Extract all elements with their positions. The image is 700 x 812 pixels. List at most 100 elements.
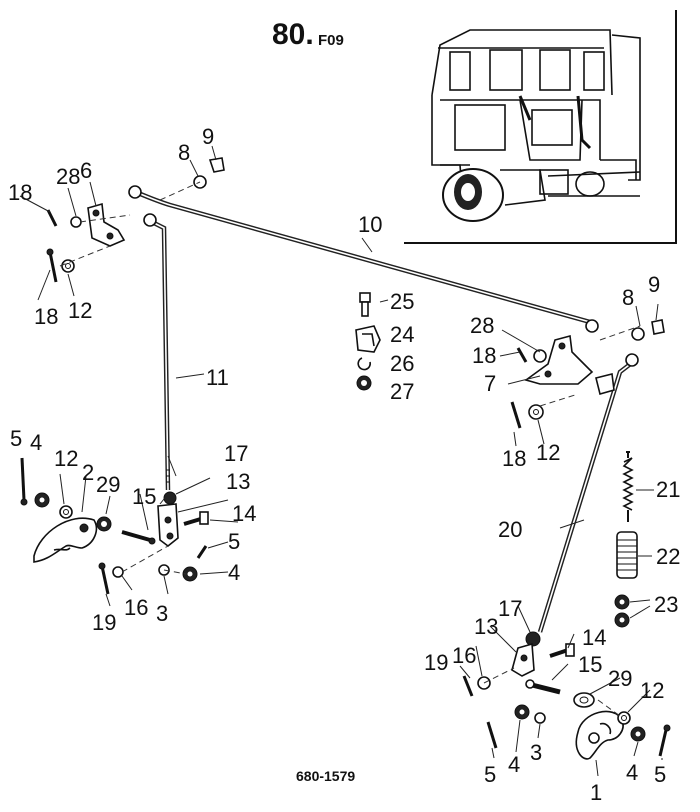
clamp-24 bbox=[355, 325, 381, 353]
label-12-left-bottom: 12 bbox=[54, 446, 78, 471]
lever-1-right bbox=[575, 710, 624, 760]
label-3-left: 3 bbox=[156, 601, 168, 626]
section-code: F09 bbox=[318, 32, 344, 49]
rod-10 bbox=[137, 190, 591, 325]
label-25: 25 bbox=[390, 289, 414, 314]
label-5-right-bottom: 5 bbox=[654, 762, 666, 787]
label-28-left: 28 bbox=[56, 164, 80, 189]
label-1: 1 bbox=[590, 780, 602, 805]
label-17-left: 17 bbox=[224, 441, 248, 466]
label-12-right-bottom: 12 bbox=[640, 678, 664, 703]
split-pin-18-left-bottom bbox=[46, 248, 58, 283]
sleeve-22 bbox=[616, 531, 638, 579]
label-24: 24 bbox=[390, 322, 414, 347]
washer-16-left bbox=[112, 566, 124, 578]
label-2: 2 bbox=[82, 460, 94, 485]
pin-15-right bbox=[525, 679, 561, 695]
label-19-left: 19 bbox=[92, 610, 116, 635]
washer-28-left bbox=[70, 216, 82, 228]
label-18-right-top: 18 bbox=[472, 343, 496, 368]
clevis-13-right bbox=[511, 642, 535, 677]
label-17-right: 17 bbox=[498, 596, 522, 621]
rod-20 bbox=[537, 360, 635, 633]
bolt-5-left bbox=[20, 457, 28, 506]
label-3-right: 3 bbox=[530, 740, 542, 765]
label-21: 21 bbox=[656, 477, 680, 502]
label-15-right: 15 bbox=[578, 652, 602, 677]
nut-4-right-mid bbox=[514, 704, 530, 720]
label-4-left-mid: 4 bbox=[228, 560, 240, 585]
split-pin-5-right-left bbox=[486, 721, 498, 749]
truck-cab-inset bbox=[404, 10, 677, 244]
label-16-left: 16 bbox=[124, 595, 148, 620]
pin-15-left bbox=[121, 530, 156, 545]
label-23: 23 bbox=[654, 592, 678, 617]
nut-17-right bbox=[525, 631, 541, 647]
split-pin-19-left bbox=[98, 562, 110, 595]
nut-9-top-left bbox=[208, 157, 225, 173]
nut-4-left-top bbox=[34, 492, 50, 508]
label-22: 22 bbox=[656, 544, 680, 569]
bolt-14-right bbox=[549, 643, 575, 658]
label-6: 6 bbox=[80, 158, 92, 183]
label-4-left: 4 bbox=[30, 430, 42, 455]
bolt-5-right-bottom bbox=[658, 724, 671, 757]
bolt-25 bbox=[359, 292, 371, 317]
label-15-left: 15 bbox=[132, 484, 156, 509]
lever-2-left bbox=[33, 517, 98, 563]
split-pin-5-left-mid bbox=[196, 545, 208, 559]
label-27: 27 bbox=[390, 379, 414, 404]
label-20: 20 bbox=[498, 517, 522, 542]
lever-bracket-7 bbox=[524, 319, 639, 395]
drawing-reference: 680-1579 bbox=[296, 768, 355, 784]
washer-29-right bbox=[573, 692, 595, 708]
rod-11 bbox=[150, 219, 171, 491]
label-13-left: 13 bbox=[226, 469, 250, 494]
washer-29-left bbox=[96, 516, 112, 532]
label-8-top-left: 8 bbox=[178, 140, 190, 165]
label-5-right-left: 5 bbox=[484, 762, 496, 787]
label-14-left: 14 bbox=[232, 501, 256, 526]
label-14-right: 14 bbox=[582, 625, 606, 650]
split-pin-18-left-top bbox=[46, 209, 58, 227]
split-pin-19-right bbox=[462, 675, 474, 697]
lever-bracket-6 bbox=[87, 185, 157, 247]
nut-9-right bbox=[651, 319, 665, 335]
spring-21 bbox=[622, 451, 634, 522]
split-pin-18-right-bottom bbox=[510, 401, 522, 429]
washer-3-right bbox=[534, 712, 546, 724]
page-number: 80. bbox=[272, 18, 314, 51]
label-4-right-bottom: 4 bbox=[626, 760, 638, 785]
washer-28-right bbox=[533, 349, 547, 363]
label-18-left-top: 18 bbox=[8, 180, 32, 205]
split-pin-18-right-top bbox=[516, 347, 528, 363]
nut-27 bbox=[356, 375, 372, 391]
label-8-right: 8 bbox=[622, 285, 634, 310]
label-7: 7 bbox=[484, 371, 496, 396]
label-4-right-mid: 4 bbox=[508, 752, 520, 777]
label-29-left: 29 bbox=[96, 472, 120, 497]
nuts-23 bbox=[614, 594, 630, 628]
label-29-right: 29 bbox=[608, 666, 632, 691]
leader-lines bbox=[19, 145, 663, 777]
label-10: 10 bbox=[358, 212, 382, 237]
bolt-14-left bbox=[183, 511, 209, 526]
label-5-left-mid: 5 bbox=[228, 529, 240, 554]
clevis-13-left bbox=[157, 503, 179, 548]
label-9-right: 9 bbox=[648, 272, 660, 297]
label-5-left: 5 bbox=[10, 426, 22, 451]
label-26: 26 bbox=[390, 351, 414, 376]
washer-8-right bbox=[631, 327, 645, 341]
label-28-right: 28 bbox=[470, 313, 494, 338]
label-9-top-left: 9 bbox=[202, 124, 214, 149]
label-12-right-top: 12 bbox=[536, 440, 560, 465]
nut-17-left bbox=[163, 491, 177, 505]
nut-4-right-bottom bbox=[630, 726, 646, 742]
label-12-left-top: 12 bbox=[68, 298, 92, 323]
nut-4-left-mid bbox=[182, 566, 198, 582]
label-16-right: 16 bbox=[452, 643, 476, 668]
circlip-26 bbox=[357, 357, 371, 371]
label-13-right: 13 bbox=[474, 614, 498, 639]
label-18-left-bottom: 18 bbox=[34, 304, 58, 329]
